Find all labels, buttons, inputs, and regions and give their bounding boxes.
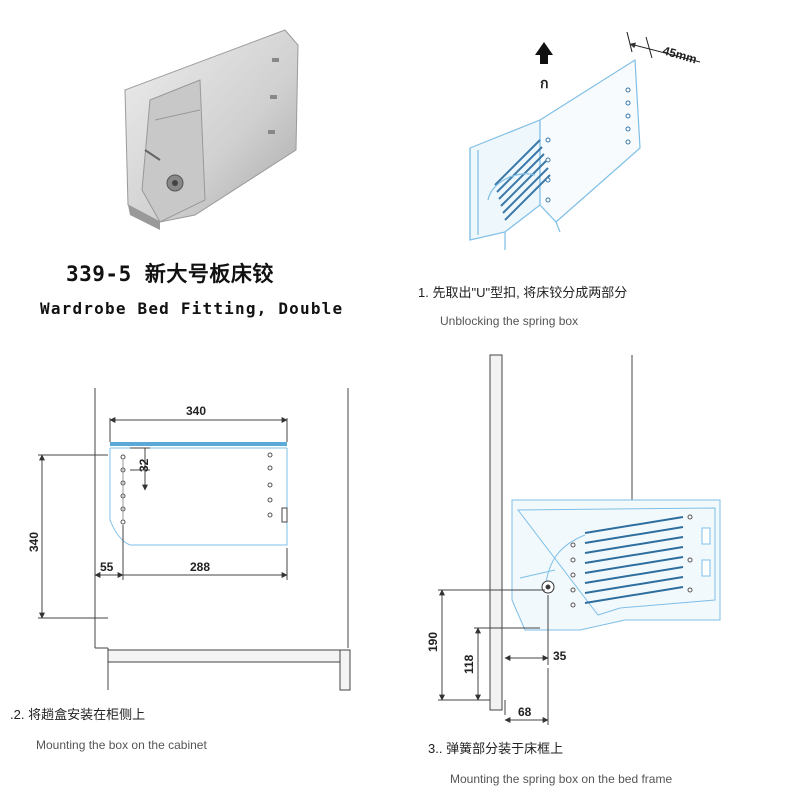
dim-label-190: 190 [426, 632, 440, 652]
dim-label-45mm: 45mm [661, 43, 698, 66]
product-model-title: 339-5 新大号板床铰 [66, 262, 274, 286]
dimension-45mm [626, 31, 701, 63]
product-name-en: Wardrobe Bed Fitting, Double [40, 299, 344, 318]
step1-instruction-en: Unblocking the spring box [440, 314, 579, 328]
dim-label-height: 340 [27, 532, 41, 552]
dim-label-32: 32 [137, 458, 151, 472]
dim-label-288: 288 [190, 560, 210, 574]
dim-label-118: 118 [462, 654, 476, 674]
step2-diagram [38, 388, 351, 691]
dim-label-width: 340 [186, 404, 206, 418]
up-arrow-icon [535, 42, 553, 64]
step2-instruction-zh: .2. 将趟盒安装在柜侧上 [10, 707, 146, 722]
step1-instruction-zh: 1. 先取出"U"型扣, 将床铰分成两部分 [418, 285, 628, 300]
dim-label-35: 35 [553, 649, 567, 663]
step3-instruction-zh: 3.. 弹簧部分装于床框上 [428, 741, 564, 756]
dim-label-68: 68 [518, 705, 532, 719]
product-photo [124, 29, 299, 230]
u-clip-icon: ก [540, 75, 548, 91]
step2-instruction-en: Mounting the box on the cabinet [36, 738, 207, 752]
dim-label-55: 55 [100, 560, 114, 574]
step3-instruction-en: Mounting the spring box on the bed frame [450, 772, 673, 786]
step1-illustration [469, 58, 641, 250]
step3-diagram [438, 354, 721, 725]
